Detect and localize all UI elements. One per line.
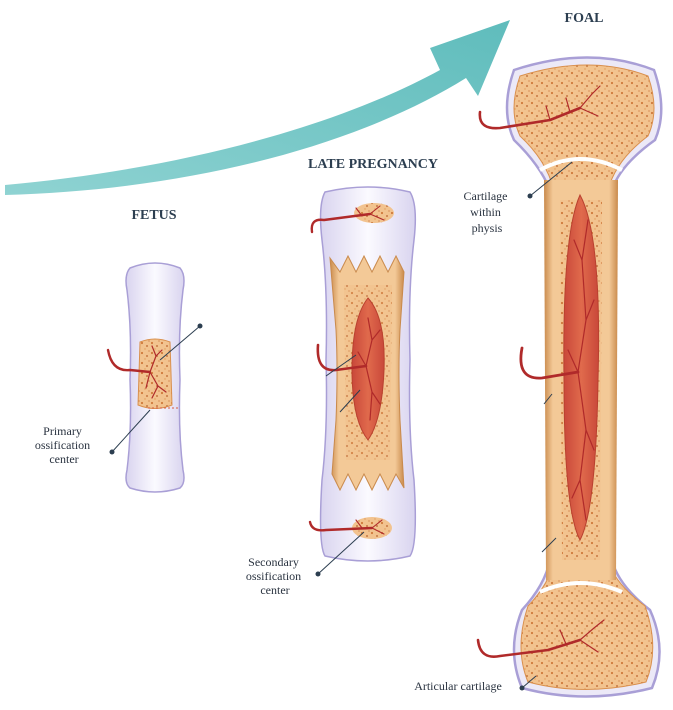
label-articular-cartilage: Articular cartilage [414, 679, 502, 693]
leader-dot-secondary [316, 572, 321, 577]
stage-title-fetus: FETUS [131, 208, 176, 223]
leader-dot-articular [520, 686, 525, 691]
label-secondary-ossification: Secondary ossification center [246, 555, 304, 597]
stage-title-late-pregnancy: LATE PREGNANCY [308, 157, 438, 172]
stage-title-foal: FOAL [565, 11, 604, 26]
late-pregnancy-bone [310, 187, 415, 561]
label-cartilage-physis: Cartilage within physis [464, 189, 511, 235]
label-primary-ossification: Primary ossification center [35, 424, 93, 466]
foal-bone [478, 58, 661, 697]
leader-dot-fetus-top [198, 324, 203, 329]
leader-dot-primary [110, 450, 115, 455]
leader-dot-physis [528, 194, 533, 199]
fetus-bone [108, 263, 184, 492]
